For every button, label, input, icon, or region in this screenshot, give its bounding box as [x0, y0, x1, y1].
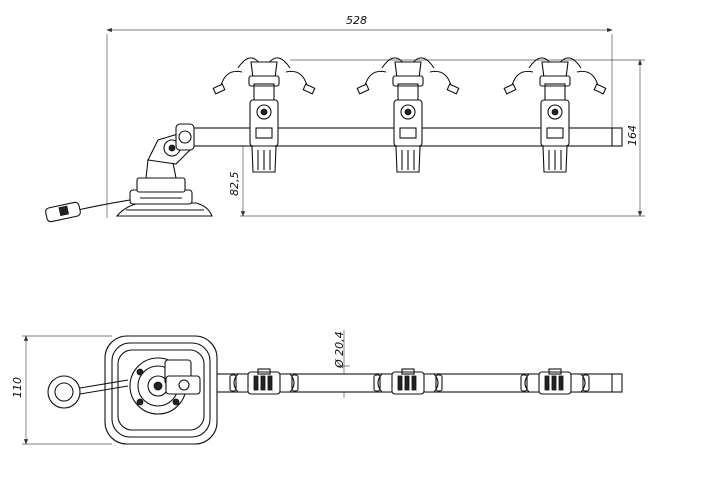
dim-tube-diameter: Ø 20,4: [333, 331, 346, 369]
dim-base-width: 110: [11, 377, 24, 398]
rod-holder-top-2: [373, 368, 443, 395]
suction-mount-side: [45, 123, 213, 223]
rod-holder-top-1: [229, 368, 299, 395]
rod-holder-side-1: [212, 57, 316, 173]
suction-mount-top: [104, 335, 218, 445]
rod-holder-side-2: [356, 57, 460, 173]
cable-top: [47, 375, 129, 409]
rod-holder-top-3: [520, 368, 590, 395]
dim-overall-length: 528: [346, 14, 367, 27]
dim-overall-height: 164: [626, 125, 639, 146]
dim-bar-height: 82,5: [228, 172, 241, 197]
rod-holder-side-3: [503, 57, 607, 173]
